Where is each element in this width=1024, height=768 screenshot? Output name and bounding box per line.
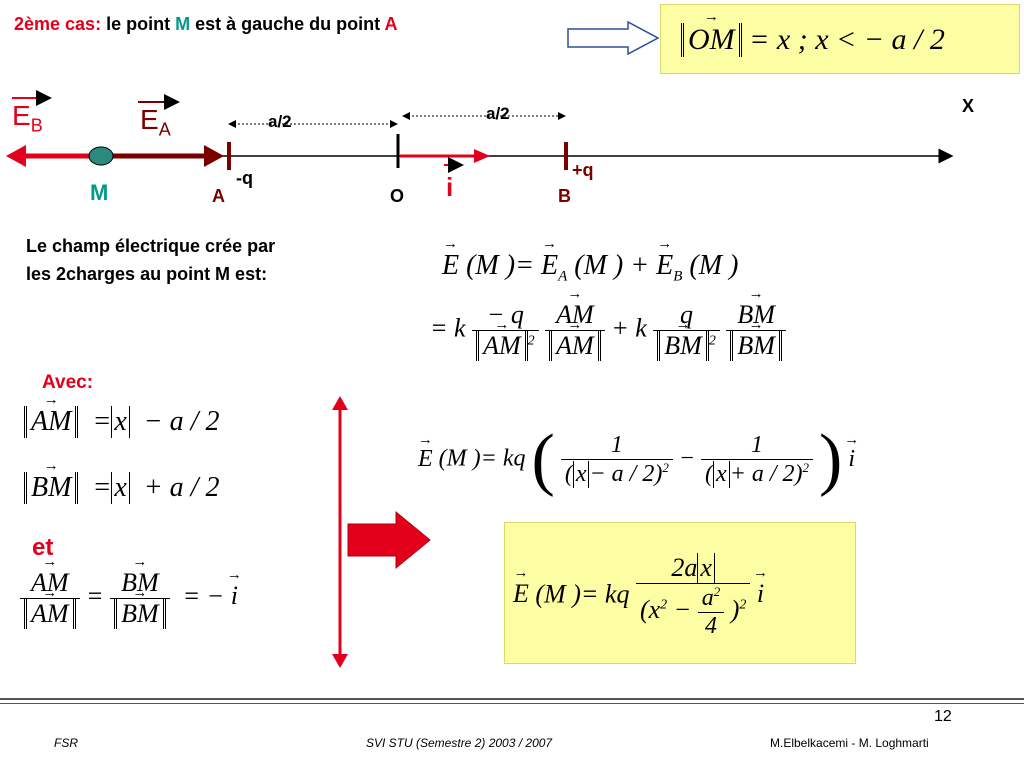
intro-text: Le champ électrique crée par les 2charge… [26, 232, 275, 288]
equation-am-norm: AM =x − a / 2 [24, 406, 219, 438]
point-m-marker [88, 146, 114, 166]
m-label: M [90, 180, 109, 205]
eb-label: EB [12, 100, 43, 136]
avec-label: Avec: [42, 372, 94, 393]
equation-field-expanded: E (M )= kq ( 1(x− a / 2)2 − 1(x+ a / 2)2… [418, 420, 855, 500]
om-vector: OM [688, 23, 735, 57]
intro-line-1: Le champ électrique crée par [26, 236, 276, 256]
half-a-label-2: a/2 [486, 104, 510, 123]
footer-rule-bottom [0, 703, 1024, 704]
point-b-label: B [558, 186, 571, 206]
x-axis-label: X [962, 96, 975, 116]
point-o-label: O [390, 186, 405, 206]
charge-a-label: -q [236, 168, 253, 188]
footer-right: M.Elbelkacemi - M. Loghmarti [770, 736, 929, 750]
charge-b-label: +q [572, 160, 594, 180]
result-formula-box: E (M )= kq 2ax(x2 − a24 )2 i [504, 522, 856, 664]
title-point-a: A [384, 14, 398, 34]
footer-center: SVI STU (Semestre 2) 2003 / 2007 [366, 736, 553, 750]
equation-coulomb: = k − qAM2 AMAM + k qBM2 BMBM [430, 300, 786, 361]
unit-i-label: i [446, 172, 454, 202]
page-number: 12 [934, 708, 952, 725]
title-prefix: 2ème cas: [14, 14, 102, 34]
title-point-m: M [175, 14, 191, 34]
unit-vector-i-head [474, 149, 490, 163]
equation-unit-vectors: AMAM = BMBM = − i [20, 568, 238, 629]
field-diagram [6, 90, 954, 173]
vertical-double-arrow-icon [332, 396, 348, 668]
intro-line-2: les 2charges au point M est: [26, 264, 268, 284]
ea-arrow-head [204, 145, 224, 167]
title-text-2: est à gauche du point [190, 14, 385, 34]
title-text-1: le point [101, 14, 176, 34]
result-arrow-icon [347, 510, 431, 570]
footer-rule-top [0, 698, 1024, 700]
footer-left: FSR [54, 736, 78, 750]
equation-bm-norm: BM =x + a / 2 [24, 472, 219, 504]
slide-title: 2ème cas: le point M est à gauche du poi… [14, 14, 397, 35]
top-formula-rhs: = x ; x < − a / 2 [749, 23, 945, 56]
top-formula-box: OM = x ; x < − a / 2 [660, 4, 1020, 74]
eb-arrow-head [6, 145, 26, 167]
ea-label: EA [140, 104, 171, 140]
pointer-arrow-icon [567, 20, 660, 56]
point-a-label: A [212, 186, 225, 206]
equation-superposition: E (M )= EA (M ) + EB (M ) [442, 250, 738, 286]
half-a-label-1: a/2 [268, 112, 292, 131]
